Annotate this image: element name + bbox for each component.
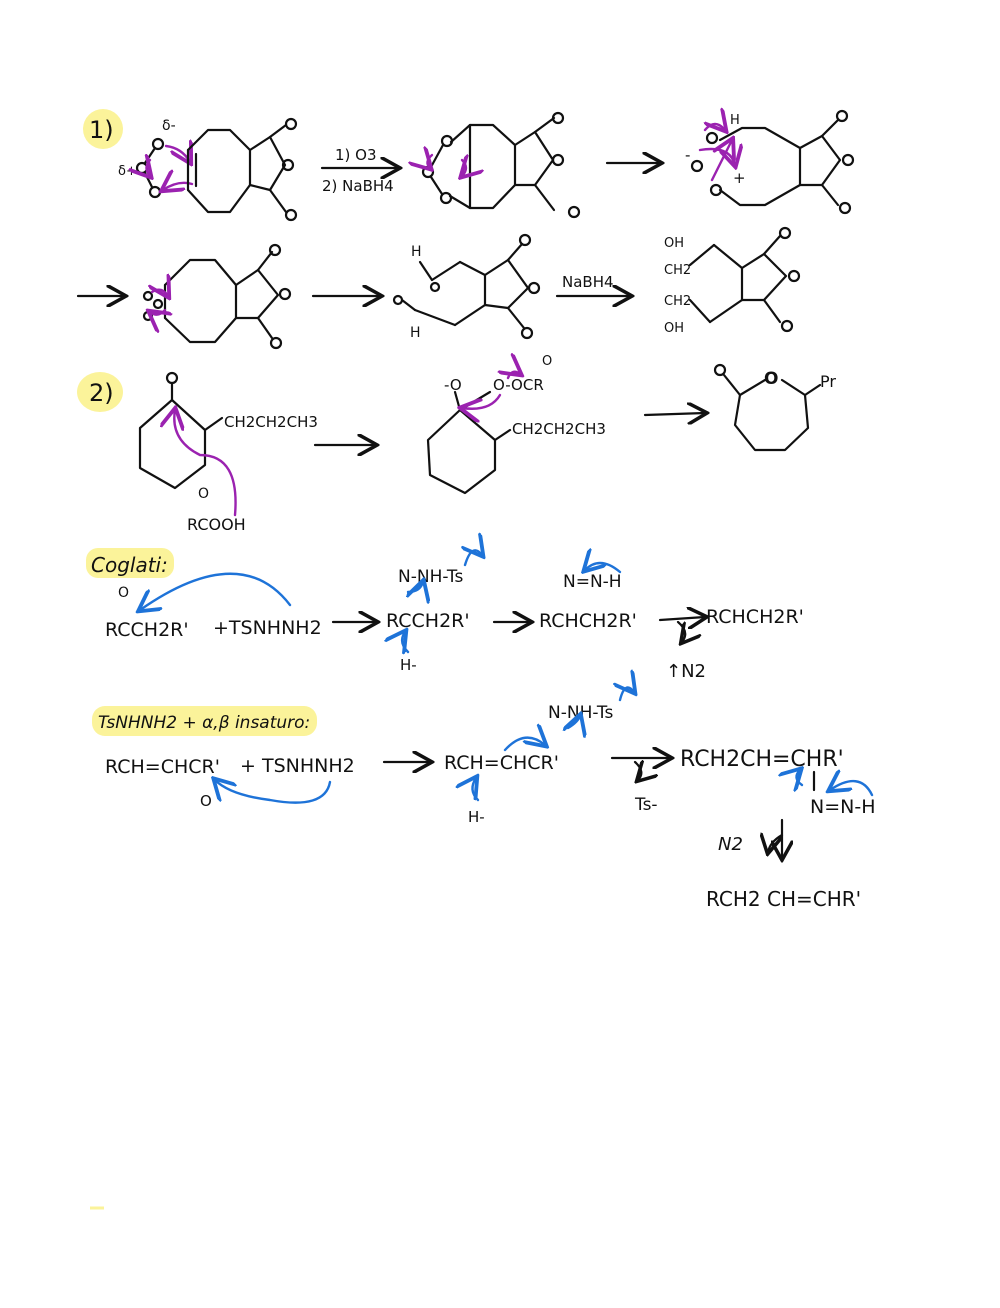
conditions-ozone: 1) O3 <box>335 146 377 164</box>
tosylate-leaving: Ts- <box>634 795 658 815</box>
unsaturated-title: TsNHNH2 + α,β insaturo: <box>98 713 310 733</box>
nitrogen-release-2: N2 <box>718 834 743 855</box>
plus-charge: + <box>733 169 746 187</box>
hydrazine-attack-arrow-2 <box>215 780 332 804</box>
alkene-product: RCH2 CH=CHR' <box>706 887 861 911</box>
section-2-number: 2) <box>89 379 114 407</box>
section-1-number: 1) <box>89 116 114 144</box>
carbonyl-oxide-intermediate: H - + <box>685 109 855 215</box>
unsat-hydrazone-formula: RCH=CHCR' <box>444 752 559 774</box>
unsaturated-section: TsNHNH2 + α,β insaturo: RCH=CHCR' O + TS… <box>92 688 876 911</box>
peracid-attack-arrow <box>174 410 237 517</box>
allyl-diazene-group: N=N-H <box>810 796 876 818</box>
section-2: 2) CH2CH2CH3 O RCOOH -O O-OCR O CH2CH2CH… <box>77 354 836 534</box>
tosylhydrazide-label-2: + TSNHNH2 <box>240 755 355 777</box>
hydrazone-top: N-NH-Ts <box>398 567 463 587</box>
h-label: H <box>730 113 740 128</box>
conditions-nabh4: 2) NaBH4 <box>322 177 394 195</box>
coupling-section: Coglati: O RCCH2R' +TSNHNH2 N-NH-Ts RCCH… <box>86 548 804 682</box>
tosylhydrazide-label: +TSNHNH2 <box>213 617 322 639</box>
hydrazine-attack-arrow <box>140 572 292 610</box>
enone-formula: RCH=CHCR' <box>105 756 220 778</box>
ozone-attack-arrow <box>164 146 190 162</box>
molozonide <box>421 111 581 219</box>
unsaturated-title-highlight <box>92 706 317 736</box>
dialdehyde: H H <box>392 233 541 341</box>
enone-o: O <box>200 792 212 810</box>
minus-charge: - <box>685 146 690 164</box>
hydride-2: H- <box>468 808 485 826</box>
oh-bottom: OH <box>664 321 684 336</box>
cyclohexene-anhydride <box>186 117 298 222</box>
ch2-bottom: CH2 <box>664 294 691 309</box>
ring-oxygen: O <box>764 369 778 389</box>
arrow-5 <box>643 413 705 415</box>
diazene-formula: RCHCH2R' <box>539 610 637 632</box>
nitrogen-release-1: ↑N2 <box>666 661 706 682</box>
2-propylcyclohexanone: CH2CH2CH3 <box>138 371 318 490</box>
diazene-top: N=N-H <box>563 572 622 592</box>
hydrazone-formula: RCCH2R' <box>386 610 470 632</box>
alkoxide-label: -O <box>444 376 462 394</box>
criegee-intermediate: -O O-OCR O CH2CH2CH3 <box>426 354 606 495</box>
coupling-title-highlight <box>86 548 174 578</box>
peroxy-label: O-OCR <box>493 376 544 394</box>
aldehyde-h-bottom: H <box>410 325 421 341</box>
peroxy-carbonyl-o: O <box>542 354 552 369</box>
diol-anhydride: OH CH2 CH2 OH <box>664 226 801 336</box>
propyl-label-1: CH2CH2CH3 <box>224 413 318 431</box>
arrow-8 <box>658 617 705 620</box>
hydride-1: H- <box>400 656 417 674</box>
ketone-o: O <box>118 585 129 601</box>
peracid-label: RCOOH <box>187 515 246 534</box>
propyl-abbrev: Pr <box>820 372 836 391</box>
peracid-o: O <box>198 486 209 502</box>
coupling-title: Coglati: <box>91 553 168 577</box>
allyl-diazene-formula: RCH2CH=CHR' <box>680 747 844 772</box>
unsat-hydrazone-top: N-NH-Ts <box>548 703 613 723</box>
partial-positive-label: δ+ <box>118 164 137 179</box>
ozone-molecule: δ- δ+ <box>118 118 176 199</box>
alkane-product: RCHCH2R' <box>706 606 804 628</box>
nabh4-label: NaBH4 <box>562 273 614 291</box>
ch2-top: CH2 <box>664 263 691 278</box>
propyl-label-2: CH2CH2CH3 <box>512 420 606 438</box>
section-1-highlight <box>83 109 123 149</box>
aldehyde-h-top: H <box>411 244 422 260</box>
ozonide <box>142 243 292 350</box>
alkene-attack-arrow <box>163 183 194 190</box>
ketone-formula: RCCH2R' <box>105 619 189 641</box>
section-2-highlight <box>77 372 123 412</box>
caprolactone-product: O Pr <box>713 363 836 452</box>
section-1: 1) δ- δ+ 1) O3 2) NaBH4 <box>76 109 855 350</box>
oh-top: OH <box>664 236 684 251</box>
partial-negative-label: δ- <box>162 118 176 134</box>
